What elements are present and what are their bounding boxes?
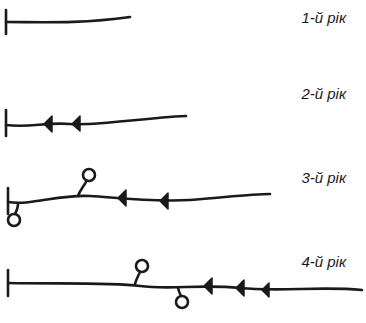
spur: [178, 288, 181, 296]
fruit-bud: [8, 214, 20, 226]
fruit-bud: [136, 260, 148, 272]
cut-mark: [5, 110, 8, 136]
shoot: [6, 116, 186, 126]
shoot: [8, 283, 362, 290]
leaf-bud: [236, 280, 244, 296]
leaf-bud: [44, 116, 52, 132]
leaf-bud: [204, 278, 212, 294]
fruit-bud: [176, 296, 188, 308]
year-label: 2-й рік: [301, 86, 346, 103]
shoot: [8, 194, 270, 203]
leaf-bud: [118, 190, 126, 206]
year-label: 4-й рік: [301, 254, 346, 271]
year-label: 1-й рік: [301, 10, 346, 27]
fruit-bud: [83, 169, 95, 181]
spur: [78, 182, 86, 196]
shoot: [6, 17, 130, 22]
leaf-bud: [160, 193, 168, 209]
leaf-bud: [262, 283, 269, 297]
spur: [15, 204, 18, 214]
leaf-bud: [72, 116, 80, 131]
year-label: 3-й рік: [301, 170, 346, 187]
spur: [135, 272, 140, 284]
